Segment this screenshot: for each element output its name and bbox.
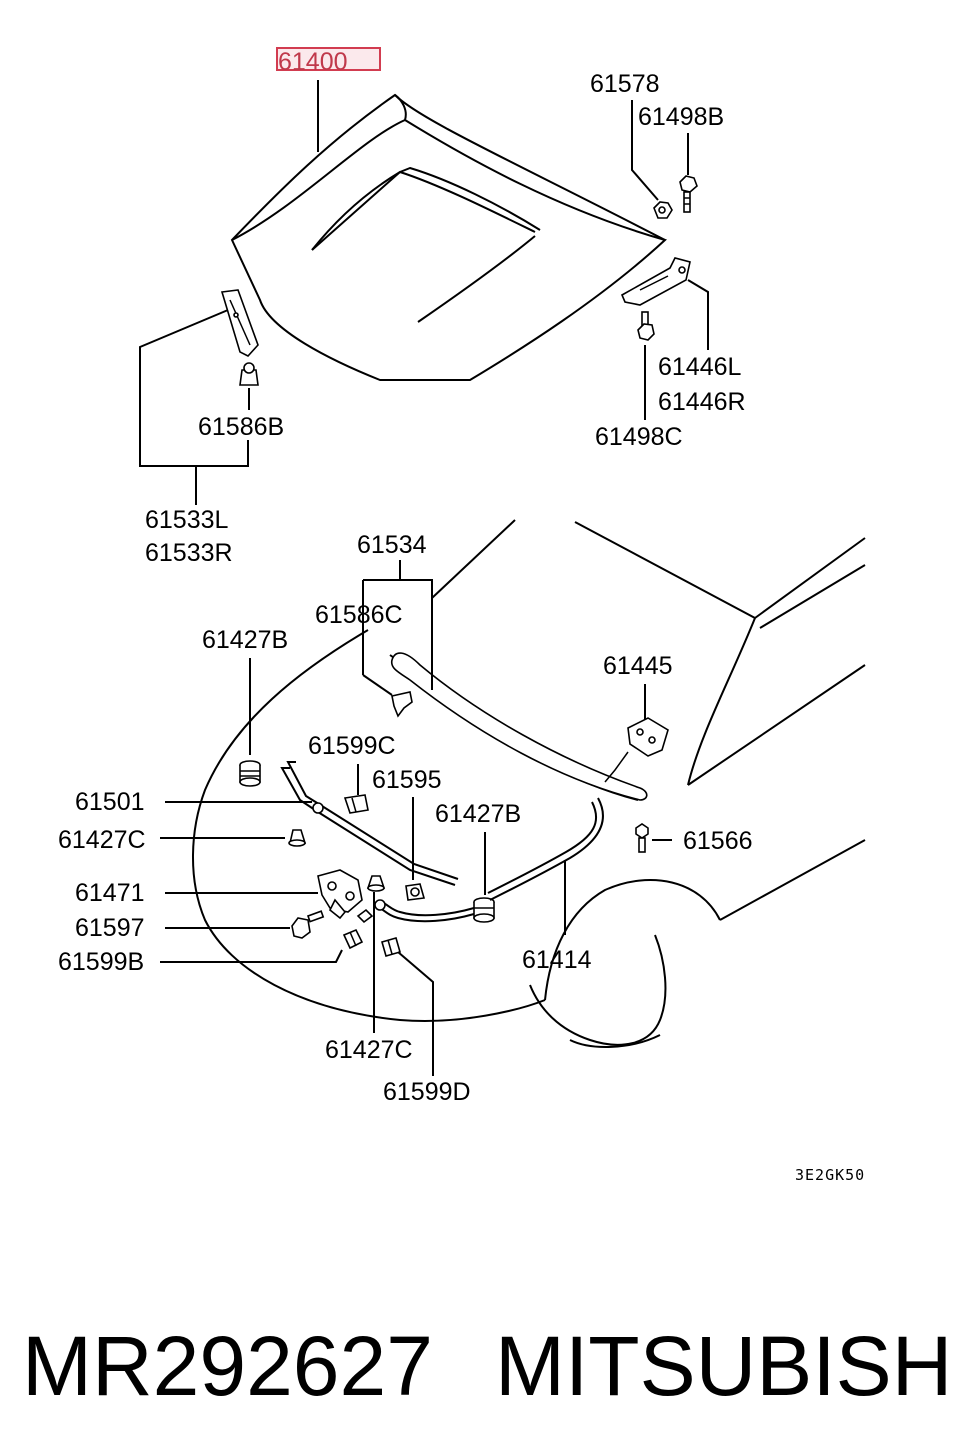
label-61498C[interactable]: 61498C xyxy=(595,423,683,451)
label-61501[interactable]: 61501 xyxy=(75,788,145,816)
hood-hinge-61446 xyxy=(620,257,691,306)
part-number: MR292627 xyxy=(22,1319,433,1413)
clip-61599b xyxy=(342,928,364,950)
clip-61586c xyxy=(391,691,413,718)
hood-panel-drawing xyxy=(230,93,667,381)
release-cable-61414 xyxy=(356,797,604,924)
hood-bracket-61533 xyxy=(220,289,259,357)
label-61446L[interactable]: 61446L xyxy=(658,353,742,381)
clip-61599d xyxy=(381,937,401,957)
bumper-61427c-left xyxy=(288,829,307,847)
weatherstrip-61534 xyxy=(390,652,648,801)
clip-61586b xyxy=(239,362,259,410)
label-61533L[interactable]: 61533L xyxy=(145,506,229,534)
grommet-61595 xyxy=(405,883,426,901)
label-61427C-left[interactable]: 61427C xyxy=(58,826,146,854)
label-61586C[interactable]: 61586C xyxy=(315,601,403,629)
brand-name: MITSUBISHI xyxy=(495,1319,960,1413)
nut-61578 xyxy=(653,201,673,219)
clip-61599c xyxy=(343,794,369,814)
label-61414[interactable]: 61414 xyxy=(522,946,592,974)
label-61427B-top[interactable]: 61427B xyxy=(202,626,288,654)
highlight-box xyxy=(276,47,381,71)
label-61599B[interactable]: 61599B xyxy=(58,948,144,976)
label-61427C-bottom[interactable]: 61427C xyxy=(325,1036,413,1064)
label-61599D[interactable]: 61599D xyxy=(383,1078,471,1106)
label-61534[interactable]: 61534 xyxy=(357,531,427,559)
label-61599C[interactable]: 61599C xyxy=(308,732,396,760)
label-61498B[interactable]: 61498B xyxy=(638,103,724,131)
label-61427B-mid[interactable]: 61427B xyxy=(435,800,521,828)
bumper-61427b-mid xyxy=(473,897,495,923)
label-61445[interactable]: 61445 xyxy=(603,652,673,680)
label-61471[interactable]: 61471 xyxy=(75,879,145,907)
label-61595[interactable]: 61595 xyxy=(372,766,442,794)
label-61446R[interactable]: 61446R xyxy=(658,388,746,416)
bolt-61498c xyxy=(637,311,655,341)
screw-61566 xyxy=(635,823,649,853)
label-61400[interactable]: 61400 xyxy=(278,48,348,76)
diagram-code: 3E2GK50 xyxy=(795,1166,865,1184)
latch-striker-61445 xyxy=(604,717,669,783)
bumper-61427b-top xyxy=(239,760,261,787)
label-61586B[interactable]: 61586B xyxy=(198,413,284,441)
label-61566[interactable]: 61566 xyxy=(683,827,753,855)
bolt-61498b xyxy=(679,175,698,213)
label-61533R[interactable]: 61533R xyxy=(145,539,233,567)
label-61578[interactable]: 61578 xyxy=(590,70,660,98)
release-rod-61501 xyxy=(280,761,459,886)
hood-lock-61471 xyxy=(317,869,363,920)
bumper-61427c-bottom xyxy=(366,875,386,892)
label-61597[interactable]: 61597 xyxy=(75,914,145,942)
bolt-61597 xyxy=(291,910,325,939)
